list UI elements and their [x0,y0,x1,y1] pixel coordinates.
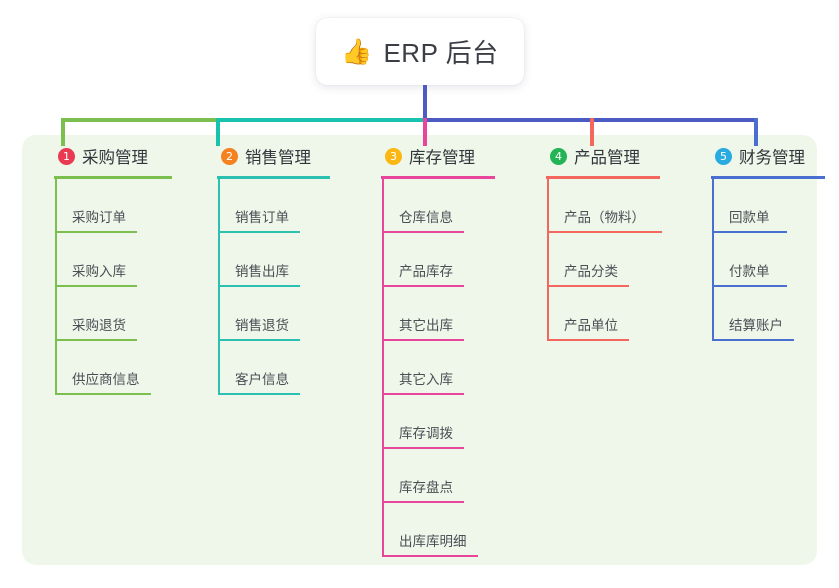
branch-item-underline [547,285,629,287]
branch-spine [547,179,549,341]
branch-header-sales[interactable]: 2 销售管理 [203,143,311,169]
branch-item-label: 产品分类 [564,264,618,279]
branch-number-badge: 3 [385,147,402,165]
teal-segment [216,118,425,122]
green-segment [61,118,216,122]
branch-column-procurement: 1 采购管理采购订单采购入库采购退货供应商信息 [40,143,172,395]
diagram-panel-background [22,135,817,565]
branch-item-label: 供应商信息 [72,372,140,387]
branch-header-underline [217,176,330,179]
branch-item-label: 其它入库 [399,372,453,387]
root-node-title: ERP 后台 [383,38,499,68]
branch-number-badge: 2 [221,147,238,165]
branch-item-underline [218,393,300,395]
branch-header-product[interactable]: 4 产品管理 [532,143,640,169]
branch-column-finance: 5 财务管理回款单付款单结算账户 [697,143,825,341]
branch-item-underline [547,231,662,233]
branch-item-underline [55,339,137,341]
branch-item-label: 产品单位 [564,318,618,333]
branch-header-procurement[interactable]: 1 采购管理 [40,143,148,169]
branch-item-label: 库存盘点 [399,480,453,495]
branch-item-label: 采购入库 [72,264,126,279]
drop-finance [754,118,758,146]
branch-title: 销售管理 [245,149,311,167]
branch-item-label: 其它出库 [399,318,453,333]
branch-item-label: 产品（物料） [564,210,645,225]
branch-spine [218,179,220,395]
branch-item-underline [712,339,794,341]
drop-product [590,118,594,146]
branch-item-underline [55,393,151,395]
branch-item-underline [55,285,137,287]
branch-spine [712,179,714,341]
branch-item-underline [382,339,464,341]
branch-number-badge: 5 [715,147,732,165]
branch-header-underline [381,176,495,179]
branch-item-underline [382,447,464,449]
branch-header-underline [546,176,660,179]
branch-number-badge: 4 [550,147,567,165]
branch-item-underline [382,231,464,233]
branch-item-label: 回款单 [729,210,770,225]
branch-header-underline [711,176,825,179]
branch-item-label: 付款单 [729,264,770,279]
branch-spine [55,179,57,395]
branch-header-finance[interactable]: 5 财务管理 [697,143,805,169]
branch-item-label: 销售退货 [235,318,289,333]
branch-item-label: 仓库信息 [399,210,453,225]
branch-item-underline [382,285,464,287]
branch-number-badge: 1 [58,147,75,165]
branch-item-label: 采购退货 [72,318,126,333]
branch-item-label: 出库库明细 [399,534,467,549]
branch-item-underline [712,231,787,233]
branch-column-product: 4 产品管理产品（物料） 产品分类产品单位 [532,143,662,341]
branch-item-label: 采购订单 [72,210,126,225]
branch-title: 库存管理 [409,149,475,167]
drop-sales [216,118,220,146]
branch-item-underline [382,393,464,395]
branch-item-underline [55,231,137,233]
branch-item-underline [712,285,787,287]
connector-trunk [423,85,427,122]
thumbs-up-icon: 👍 [341,37,373,66]
branch-item-underline [382,555,478,557]
branch-item-label: 结算账户 [729,318,783,333]
drop-inventory [423,118,427,146]
branch-item-underline [218,339,300,341]
root-node-erp-backend[interactable]: 👍 ERP 后台 [316,18,524,85]
drop-procurement [61,118,65,146]
branch-item-underline [382,501,464,503]
branch-title: 财务管理 [739,149,805,167]
branch-title: 采购管理 [82,149,148,167]
branch-item-label: 库存调拨 [399,426,453,441]
branch-item-label: 产品库存 [399,264,453,279]
branch-item-label: 销售出库 [235,264,289,279]
branch-header-underline [54,176,172,179]
branch-item-underline [547,339,629,341]
branch-column-sales: 2 销售管理销售订单销售出库销售退货客户信息 [203,143,330,395]
branch-title: 产品管理 [574,149,640,167]
branch-item-label: 客户信息 [235,372,289,387]
branch-item-underline [218,231,300,233]
branch-column-inventory: 3 库存管理仓库信息产品库存其它出库其它入库库存调拨库存盘点出库库明细 [367,143,495,557]
branch-item-label: 销售订单 [235,210,289,225]
branch-spine [382,179,384,557]
branch-item-underline [218,285,300,287]
branch-header-inventory[interactable]: 3 库存管理 [367,143,475,169]
